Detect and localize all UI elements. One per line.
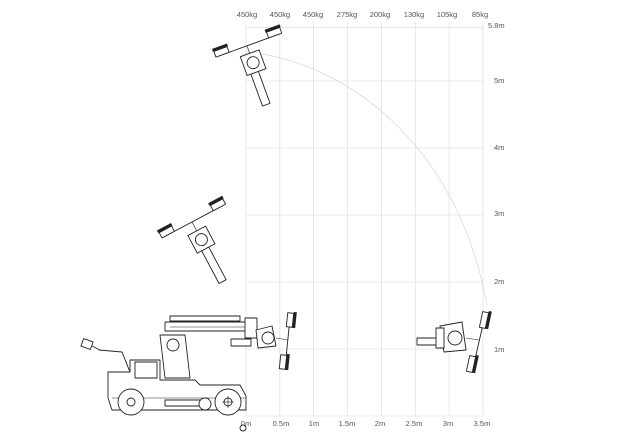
handle-arm — [98, 349, 131, 373]
load-label-3-5m: 85kg — [472, 10, 488, 19]
top-link — [246, 45, 250, 54]
reach-envelope-arc — [244, 51, 488, 306]
reach-labels: 0m 0.5m 1m 1.5m 2m 2.5m 3m 3.5m — [241, 419, 491, 428]
frame-to-head — [275, 337, 289, 341]
top-boom — [249, 69, 271, 107]
suction-pad-top — [292, 311, 297, 329]
load-capacity-labels: 450kg 450kg 450kg 275kg 200kg 130kg 105k… — [237, 10, 488, 19]
load-label-1m: 450kg — [303, 10, 323, 19]
load-label-2-5m: 130kg — [404, 10, 424, 19]
top-pad-right — [264, 24, 281, 33]
machine-base — [80, 338, 247, 432]
reach-label-3m: 3m — [443, 419, 453, 428]
right-frame-link — [465, 337, 480, 341]
mid-pad-right — [208, 195, 224, 206]
horizontal-boom — [164, 321, 251, 332]
height-labels: 1m 2m 3m 4m 5m 5.8m — [488, 21, 505, 354]
machine-pose-extended-right — [416, 310, 492, 374]
machine-pose-extended-left — [159, 311, 297, 379]
head-motor — [261, 331, 275, 345]
reach-label-3-5m: 3.5m — [474, 419, 491, 428]
reach-label-1-5m: 1.5m — [339, 419, 356, 428]
boom-head — [244, 317, 258, 339]
right-suction-pad-top — [485, 310, 492, 330]
height-label-3m: 3m — [494, 209, 504, 218]
right-head-motor — [447, 330, 463, 346]
top-pad-left — [211, 43, 228, 52]
height-label-5-8m: 5.8m — [488, 21, 505, 30]
boom-cylinder — [169, 315, 241, 322]
machine-pose-top — [211, 24, 283, 107]
height-label-4m: 4m — [494, 143, 504, 152]
load-label-3m: 105kg — [437, 10, 457, 19]
load-label-1-5m: 275kg — [337, 10, 357, 19]
rotator-left — [230, 338, 252, 347]
grid-lines — [245, 22, 484, 417]
height-label-2m: 2m — [494, 277, 504, 286]
small-caster — [198, 397, 212, 411]
machine-pose-mid — [156, 195, 227, 284]
rear-wheel-hub — [126, 397, 136, 407]
reach-label-0m: 0m — [241, 419, 251, 428]
mid-link — [191, 221, 197, 231]
reach-label-1m: 1m — [309, 419, 319, 428]
mid-head-motor — [194, 233, 208, 247]
handle-grip — [80, 338, 94, 350]
reach-label-0-5m: 0.5m — [273, 419, 290, 428]
battery-box — [134, 361, 158, 379]
top-head-motor — [246, 56, 260, 70]
suction-pad-bottom — [285, 353, 290, 371]
mast-pivot — [166, 338, 180, 352]
load-label-0-5m: 450kg — [270, 10, 290, 19]
reach-label-2m: 2m — [375, 419, 385, 428]
right-suction-pad-bottom — [472, 354, 479, 374]
load-label-2m: 200kg — [370, 10, 390, 19]
right-rotator — [435, 327, 445, 349]
reach-label-2-5m: 2.5m — [406, 419, 423, 428]
ground-stud — [239, 424, 247, 432]
mid-pad-left — [156, 222, 173, 234]
height-label-1m: 1m — [494, 345, 504, 354]
height-label-5m: 5m — [494, 76, 504, 85]
load-label-0m: 450kg — [237, 10, 257, 19]
mid-boom — [199, 243, 227, 284]
